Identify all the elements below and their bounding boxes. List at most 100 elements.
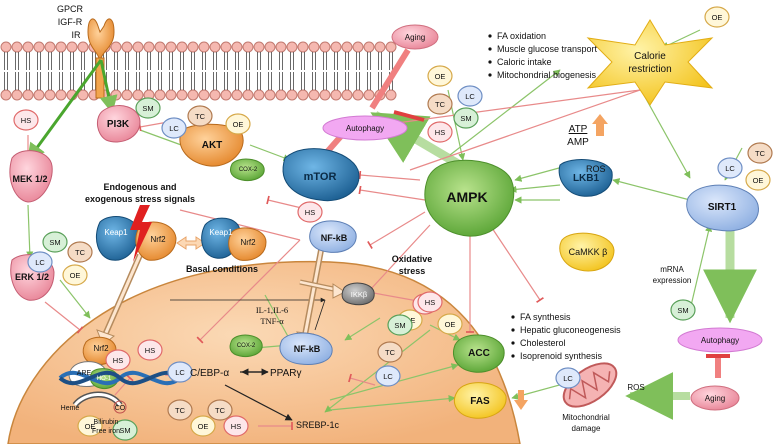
ampk-effect-down-item: Isoprenoid synthesis xyxy=(520,351,603,361)
label-text: SM xyxy=(677,306,688,315)
label-text: SM xyxy=(119,426,130,435)
aging-top-label: Aging xyxy=(405,33,425,42)
modulator-oe: OE xyxy=(225,113,251,135)
bilirubin-label: Bilirubin xyxy=(94,419,119,426)
calorie-label-1: Calorie xyxy=(634,51,666,62)
nfkb-nucleus-label: NF-kB xyxy=(294,344,321,354)
bullet-icon xyxy=(511,328,515,332)
label-text: SM xyxy=(142,104,153,113)
modulator-sm: SM xyxy=(670,299,696,321)
modulator-tc: TC xyxy=(427,93,453,115)
modulator-hs: HS xyxy=(13,109,39,131)
fas-node xyxy=(453,382,507,419)
mito-damage-label-2: damage xyxy=(572,424,601,433)
modulator-tc: TC xyxy=(747,142,773,164)
acc-node xyxy=(453,334,505,373)
mitochondrion-icon xyxy=(562,362,618,408)
label-text: TC xyxy=(175,406,186,415)
nrf2-nucleus-label: Nrf2 xyxy=(93,344,109,353)
modulator-lc: LC xyxy=(161,117,187,139)
nrf2-right-node xyxy=(228,227,267,261)
free-iron-label: Free iron xyxy=(92,428,120,435)
modulator-tc: TC xyxy=(67,241,93,263)
label-text: LC xyxy=(383,372,393,381)
label-text: OE xyxy=(445,320,456,329)
label-text: OE xyxy=(753,176,764,185)
modulator-lc: LC xyxy=(555,367,581,389)
pi3k-label: PI3K xyxy=(107,119,130,130)
ampk-effect-up-item: Muscle glucose transport xyxy=(497,44,598,54)
label-text: SM xyxy=(460,114,471,123)
mrna-label-2: expression xyxy=(653,276,692,285)
label-text: TC xyxy=(435,100,446,109)
aging-bottom-node xyxy=(690,385,740,411)
ampk-effect-down-item: Hepatic gluconeogenesis xyxy=(520,325,621,335)
mtor-node xyxy=(282,148,360,202)
lightning-icon xyxy=(130,205,152,262)
bullet-icon xyxy=(488,34,492,38)
ppar-label: PPARγ xyxy=(270,368,302,379)
bullet-icon xyxy=(488,60,492,64)
label-text: TC xyxy=(195,112,206,121)
receptor-ir-label: IR xyxy=(72,30,82,40)
modulator-hs: HS xyxy=(137,339,163,361)
acc-label: ACC xyxy=(468,348,490,359)
nfkb-top-node xyxy=(309,220,357,253)
lkb1-node xyxy=(558,159,613,197)
modulator-oe: OE xyxy=(427,65,453,87)
label-text: TC xyxy=(755,149,766,158)
modulator-tc: TC xyxy=(167,399,193,421)
modulator-lc: LC xyxy=(167,361,193,383)
modulator-oe: OE xyxy=(437,313,463,335)
receptor-gpcr-label: GPCR xyxy=(57,4,84,14)
label-text: OE xyxy=(70,271,81,280)
modulator-tc: TC xyxy=(377,341,403,363)
oxidative-label-2: stress xyxy=(399,266,426,276)
modulator-oe: OE xyxy=(190,415,216,437)
fas-label: FAS xyxy=(470,396,490,407)
dna-helix-icon xyxy=(58,370,182,386)
cell-membrane xyxy=(0,41,397,101)
label-text: SM xyxy=(49,238,60,247)
ikkb-node xyxy=(341,282,375,306)
receptor-igfr-label: IGF-R xyxy=(58,17,83,27)
modulator-lc: LC xyxy=(457,85,483,107)
modulator-oe: OE xyxy=(77,415,103,437)
ampk-effect-up-item: FA oxidation xyxy=(497,31,546,41)
autophagy-top-label: Autophagy xyxy=(346,124,384,133)
mek-label: MEK 1/2 xyxy=(12,174,47,184)
mrna-label-1: mRNA xyxy=(660,265,684,274)
calorie-restriction-star xyxy=(586,19,714,106)
autophagy-top-node xyxy=(322,115,408,141)
label-text: LC xyxy=(35,258,45,267)
modulator-hs: HS xyxy=(105,349,131,371)
modulator-hs: HS xyxy=(297,201,323,223)
label-text: SM xyxy=(394,321,405,330)
aging-top-node xyxy=(391,24,439,50)
nrf2-left-label: Nrf2 xyxy=(150,235,166,244)
amp-label: AMP xyxy=(567,137,589,148)
pi3k-node xyxy=(97,105,141,143)
label-text: HS xyxy=(113,356,123,365)
nfkb-nucleus-node xyxy=(279,332,333,365)
modulator-oe: OE xyxy=(62,264,88,286)
modulator-tc: TC xyxy=(187,105,213,127)
label-text: OE xyxy=(435,72,446,81)
label-text: LC xyxy=(563,374,573,383)
stress-signals-label-2: exogenous stress signals xyxy=(85,194,195,204)
ho1-label: HO-1 xyxy=(97,376,112,382)
modulator-sm: SM xyxy=(387,314,413,336)
cox2-nucleus-label: COX-2 xyxy=(237,343,256,349)
cox2-top-node xyxy=(229,158,265,181)
label-text: OE xyxy=(233,120,244,129)
cytokines-label-2: TNF-α xyxy=(260,316,284,326)
mek-node xyxy=(9,150,53,203)
label-text: LC xyxy=(465,92,475,101)
label-text: TC xyxy=(215,406,226,415)
co-label: CO xyxy=(115,405,126,412)
label-text: HS xyxy=(425,298,435,307)
modulator-sm: SM xyxy=(42,231,68,253)
